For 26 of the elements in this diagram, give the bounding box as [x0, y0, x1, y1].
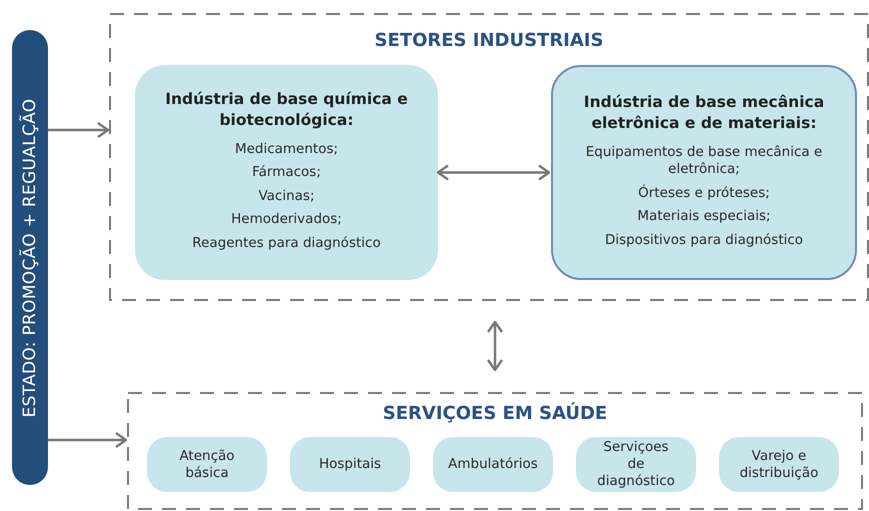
- service-box: Hospitais: [290, 437, 410, 492]
- list-item: Hemoderivados;: [231, 211, 342, 229]
- service-box: Serviçoes de diagnóstico: [576, 437, 696, 492]
- list-item: Equipamentos de base mecânica e eletrônica;: [584, 144, 824, 179]
- list-item: Reagentes para diagnóstico: [192, 234, 381, 252]
- list-item: Fármacos;: [252, 164, 321, 182]
- box-heading: Indústria de base mecânica eletrônica e de materiais:: [583, 92, 825, 133]
- box-heading: Indústria de base química e biotecnológica:: [165, 89, 408, 130]
- arrow: [436, 164, 550, 181]
- list-item: Dispositivos para diagnóstico: [604, 232, 804, 250]
- sector-box: [551, 65, 857, 280]
- list-item: Medicamentos;: [234, 140, 338, 158]
- state-bar: [12, 30, 48, 485]
- arrow: [48, 432, 128, 448]
- list-item: Vacinas;: [258, 188, 315, 206]
- service-box: Varejo e distribuição: [719, 437, 839, 492]
- service-box: Atenção básica: [147, 437, 267, 492]
- list-item: Materiais especiais;: [637, 208, 771, 226]
- arrow: [48, 122, 110, 138]
- section-title: SERVIÇOES EM SAÚDE: [382, 403, 608, 424]
- arrow: [486, 320, 504, 372]
- vertical-label: ESTADO: PROMOÇÃO + REGUALÇÃO: [20, 98, 40, 417]
- list-item: Órteses e próteses;: [638, 184, 770, 202]
- sector-box: [135, 65, 438, 280]
- section-title: SETORES INDUSTRIAIS: [374, 30, 604, 51]
- service-box: Ambulatórios: [433, 437, 553, 492]
